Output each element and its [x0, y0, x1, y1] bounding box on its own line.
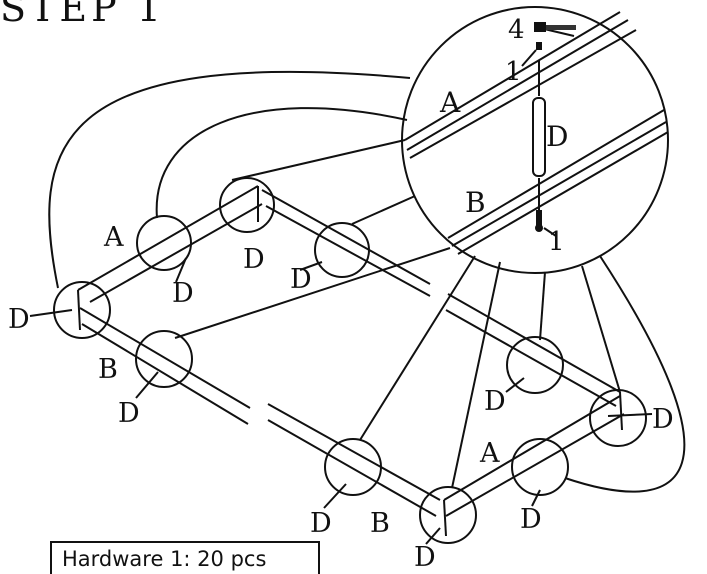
detail-part-d: D [546, 120, 568, 153]
detail-part-a: A [439, 86, 461, 119]
callout-circles [53, 177, 647, 544]
detail-number-1-bottom: 1 [548, 227, 565, 257]
label-a-left: A [103, 222, 124, 253]
label-d-4: D [118, 398, 140, 429]
label-d-7: D [310, 508, 332, 539]
detail-number-4: 4 [508, 15, 525, 45]
label-a-right: A [479, 438, 500, 469]
label-d-8: D [414, 542, 436, 573]
frame-rails [77, 185, 625, 537]
leader-lines [48, 70, 686, 493]
detail-part-b: B [465, 186, 486, 219]
label-d-left: D [8, 304, 30, 335]
label-d-right: D [652, 404, 674, 435]
hardware-note: Hardware 1: 20 pcs [50, 541, 320, 574]
label-d-1: D [172, 278, 194, 309]
label-b-bottom: B [370, 508, 390, 539]
label-d-2: D [243, 244, 265, 275]
bolt-icon [534, 22, 576, 232]
step-title: STEP 1 [0, 0, 165, 30]
detail-connector [532, 27, 575, 228]
label-d-5: D [484, 386, 506, 417]
label-d-3: D [290, 264, 312, 295]
label-d-6: D [520, 504, 542, 535]
label-b-left: B [98, 354, 118, 385]
detail-number-1-top: 1 [505, 57, 522, 87]
detail-rails [404, 11, 669, 255]
